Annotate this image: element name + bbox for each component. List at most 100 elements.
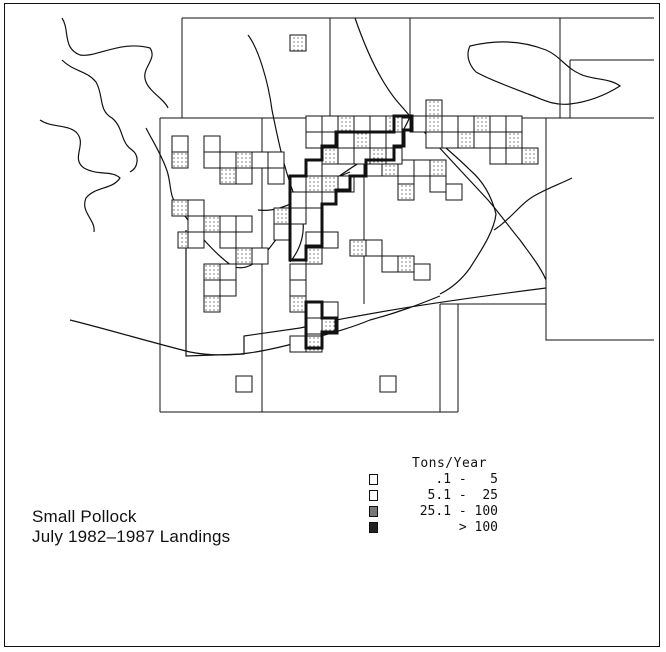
legend-row: 5.1 - 25 — [366, 488, 536, 504]
grid-cell — [505, 131, 523, 149]
grid-cell — [489, 115, 507, 133]
grid-cell — [413, 263, 431, 281]
landing-cells — [171, 34, 539, 393]
grid-cell — [305, 131, 323, 149]
grid-cell — [273, 223, 291, 241]
legend-row: > 100 — [366, 520, 536, 536]
grid-cell — [425, 131, 443, 149]
grid-cell — [235, 151, 253, 169]
legend-header: Tons/Year — [412, 456, 487, 471]
grid-cell — [457, 115, 475, 133]
grid-cell — [187, 199, 205, 217]
grid-cell — [365, 239, 383, 257]
grid-cell — [289, 279, 307, 297]
grid-cell — [369, 147, 387, 165]
grid-cell — [203, 295, 221, 313]
grid-cell — [273, 207, 291, 225]
grid-cell — [219, 151, 237, 169]
grid-cell — [397, 255, 415, 273]
grid-cell — [203, 151, 221, 169]
grid-cell — [171, 151, 189, 169]
grid-cell — [321, 301, 339, 319]
grid-cell — [489, 131, 507, 149]
grid-cell — [305, 335, 323, 353]
grid-cell — [425, 99, 443, 117]
grid-cell — [289, 295, 307, 313]
grid-cell — [321, 115, 339, 133]
grid-cell — [305, 115, 323, 133]
grid-cell — [203, 279, 221, 297]
grid-cell — [441, 131, 459, 149]
grid-cell — [203, 263, 221, 281]
map-title-line2: July 1982–1987 Landings — [32, 527, 231, 546]
grid-cell — [187, 215, 205, 233]
grid-cell — [505, 147, 523, 165]
grid-cell — [171, 199, 189, 217]
grid-cell — [337, 115, 355, 133]
grid-cell — [505, 115, 523, 133]
grid-cell — [305, 159, 323, 177]
highlight-outline — [288, 114, 414, 350]
grid-cell — [305, 301, 323, 319]
grid-cell — [305, 247, 323, 265]
grid-cell — [349, 239, 367, 257]
management-lines — [185, 17, 547, 357]
grid-cell — [187, 231, 205, 249]
grid-cell — [473, 115, 491, 133]
grid-cell — [305, 317, 323, 335]
grid-cell — [267, 167, 285, 185]
grid-cell — [219, 263, 237, 281]
grid-cell — [289, 335, 307, 353]
grid-cell — [235, 375, 253, 393]
grid-cell — [429, 175, 447, 193]
grid-cell — [235, 247, 253, 265]
grid-cell — [369, 131, 387, 149]
grid-cell — [219, 215, 237, 233]
grid-cell — [457, 131, 475, 149]
grid-cell — [445, 183, 463, 201]
grid-cell — [219, 279, 237, 297]
legend-range: 25.1 - 100 — [419, 504, 498, 519]
grid-cell — [489, 147, 507, 165]
legend-range: .1 - 5 — [435, 472, 498, 487]
grid-cell — [305, 191, 323, 209]
grid-cell — [337, 147, 355, 165]
grid-cell — [353, 147, 371, 165]
grid-cell — [321, 147, 339, 165]
grid-cell — [289, 207, 307, 225]
legend-swatch-light — [369, 474, 378, 485]
grid-cell — [171, 135, 189, 153]
grid-cell — [429, 159, 447, 177]
grid-cell — [353, 131, 371, 149]
grid-cell — [473, 131, 491, 149]
grid-cell — [203, 135, 221, 153]
legend-swatch-darkest — [369, 522, 378, 533]
grid-cell — [203, 215, 221, 233]
grid-cell — [521, 147, 539, 165]
area-boundaries — [159, 17, 654, 413]
grid-cell — [441, 115, 459, 133]
grid-cell — [251, 247, 269, 265]
grid-cell — [379, 375, 397, 393]
legend-swatch-dark — [369, 506, 378, 517]
grid-cell — [267, 151, 285, 169]
grid-cell — [289, 34, 307, 52]
grid-cell — [219, 231, 237, 249]
grid-cell — [397, 183, 415, 201]
grid-cell — [381, 255, 399, 273]
grid-cell — [219, 167, 237, 185]
legend-swatch-medium — [369, 490, 378, 501]
legend-range: 5.1 - 25 — [427, 488, 498, 503]
grid-cell — [305, 175, 323, 193]
grid-cell — [289, 191, 307, 209]
grid-cell — [235, 215, 253, 233]
legend-range: > 100 — [458, 520, 498, 535]
grid-cell — [353, 115, 371, 133]
map-title-line1: Small Pollock — [32, 507, 137, 526]
grid-cell — [413, 159, 431, 177]
grid-cell — [235, 167, 253, 185]
grid-cell — [369, 115, 387, 133]
grid-cell — [251, 151, 269, 169]
grid-cell — [321, 231, 339, 249]
